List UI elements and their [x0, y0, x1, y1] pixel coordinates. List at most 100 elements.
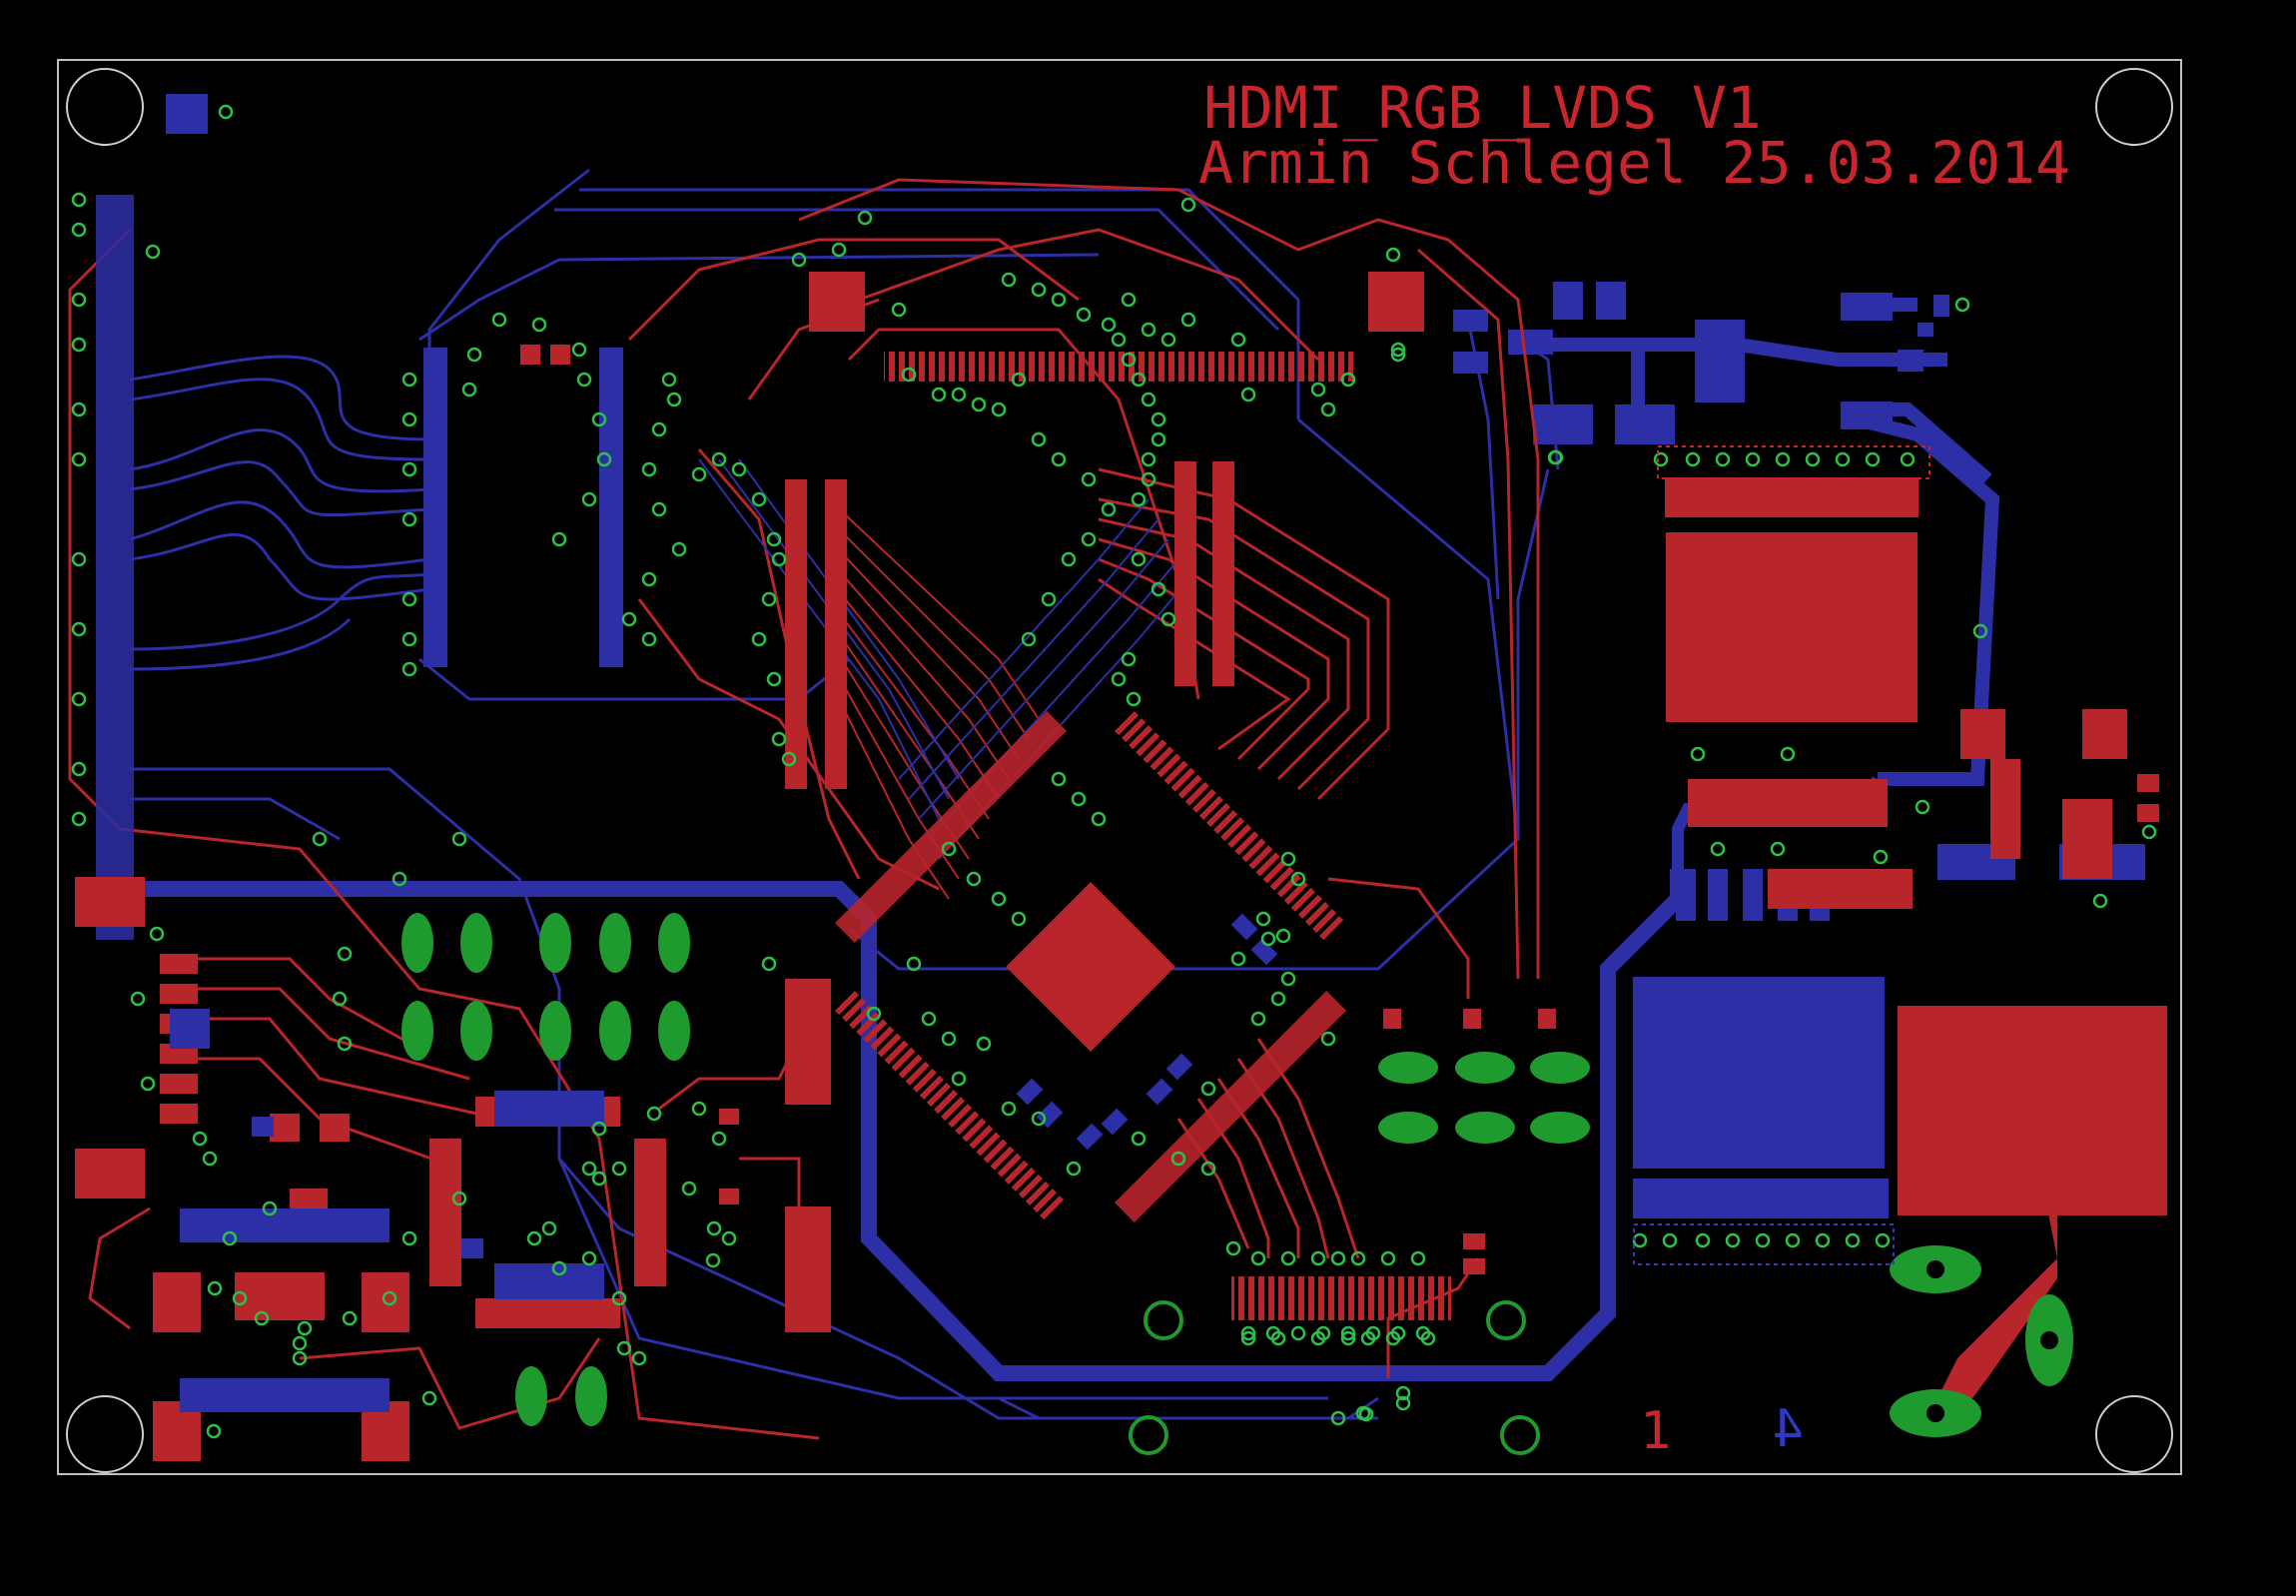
via-icon — [1230, 332, 1246, 348]
via-icon — [1225, 1240, 1241, 1256]
via-icon — [1131, 372, 1147, 388]
via-icon — [71, 337, 87, 353]
via-icon — [401, 461, 417, 477]
via-icon — [232, 1290, 248, 1306]
via-icon — [991, 891, 1007, 907]
via-icon — [761, 956, 777, 972]
via-icon — [857, 210, 873, 226]
via-icon — [491, 312, 507, 328]
via-icon — [641, 571, 657, 587]
via-icon — [941, 841, 957, 857]
via-icon — [461, 382, 477, 398]
via-icon — [391, 871, 407, 887]
via-icon — [1101, 501, 1117, 517]
via-icon — [1265, 1325, 1281, 1341]
via-icon — [337, 1036, 353, 1052]
via-icon — [1662, 1232, 1678, 1248]
via-icon — [1340, 1325, 1356, 1341]
via-icon — [781, 751, 797, 767]
via-icon — [1390, 342, 1406, 358]
via-icon — [1076, 307, 1092, 323]
via-icon — [991, 401, 1007, 417]
via-icon — [576, 372, 592, 388]
via-icon — [1710, 841, 1726, 857]
via-icon — [1835, 451, 1851, 467]
via-icon — [641, 631, 657, 647]
via-icon — [292, 1350, 308, 1366]
via-icon — [831, 242, 847, 258]
via-icon — [1685, 451, 1701, 467]
main-qfp-ic — [835, 711, 1346, 1222]
via-icon — [1695, 1232, 1711, 1248]
via-icon — [292, 1335, 308, 1351]
via-icon — [751, 491, 767, 507]
via-icon — [1021, 631, 1037, 647]
via-icon — [1785, 1232, 1801, 1248]
via-icon — [1180, 312, 1196, 328]
via-icon — [1380, 1250, 1396, 1266]
via-icon — [1547, 449, 1563, 465]
via-icon — [1255, 911, 1271, 927]
via-icon — [1320, 1031, 1336, 1047]
via-icon — [1170, 1151, 1186, 1167]
via-icon — [421, 1390, 437, 1406]
via-icon — [1775, 451, 1791, 467]
via-icon — [1875, 1232, 1891, 1248]
via-icon — [591, 1171, 607, 1187]
via-icon — [337, 946, 353, 962]
via-icon — [71, 401, 87, 417]
via-icon — [2141, 824, 2157, 840]
via-icon — [681, 1181, 697, 1197]
via-icon — [332, 991, 348, 1007]
bottom-signal-bundle — [698, 458, 1189, 860]
via-icon — [1011, 911, 1027, 927]
via-icon — [1290, 871, 1306, 887]
via-icon — [401, 661, 417, 677]
via-icon — [71, 691, 87, 707]
via-icon — [1865, 451, 1881, 467]
via-icon — [1150, 431, 1166, 447]
via-icon — [1280, 1250, 1296, 1266]
via-icon — [1390, 1325, 1406, 1341]
via-icon — [1041, 591, 1057, 607]
via-icon — [254, 1310, 270, 1326]
fiducial-rings — [1129, 1300, 1540, 1455]
via-icon — [1111, 332, 1127, 348]
via-icon — [1001, 1101, 1017, 1117]
via-icon — [401, 511, 417, 527]
via-icon — [1141, 392, 1156, 407]
via-icon — [611, 1290, 627, 1306]
via-icon — [731, 461, 747, 477]
via-icon — [1310, 382, 1326, 398]
via-icon — [591, 1121, 607, 1137]
via-icon — [866, 1006, 882, 1022]
top-connector-pads — [884, 352, 1353, 382]
via-icon — [206, 1423, 222, 1439]
via-icon — [1755, 1232, 1771, 1248]
via-icon — [207, 1280, 223, 1296]
via-icon — [1320, 401, 1336, 417]
board-author-date: Armin Schlegel 25.03.2014 — [1198, 129, 2070, 197]
via-icon — [1350, 1250, 1366, 1266]
via-icon — [71, 761, 87, 777]
via-icon — [711, 1131, 727, 1147]
via-icon — [591, 411, 607, 427]
via-icon — [1230, 951, 1246, 967]
via-icon — [192, 1131, 208, 1147]
via-icon — [1415, 1325, 1431, 1341]
via-icon — [71, 222, 87, 238]
via-icon — [906, 956, 922, 972]
via-icon — [691, 466, 707, 482]
via-icon — [771, 731, 787, 747]
via-icon — [1395, 1395, 1411, 1411]
via-icon — [1395, 1385, 1411, 1401]
via-icon — [951, 387, 967, 402]
via-icon — [1914, 799, 1930, 815]
via-icon — [706, 1220, 722, 1236]
via-icon — [616, 1340, 632, 1356]
header-outline — [1633, 1223, 1895, 1265]
via-icon — [1081, 471, 1097, 487]
via-icon — [571, 342, 587, 358]
via-icon — [1310, 1250, 1326, 1266]
